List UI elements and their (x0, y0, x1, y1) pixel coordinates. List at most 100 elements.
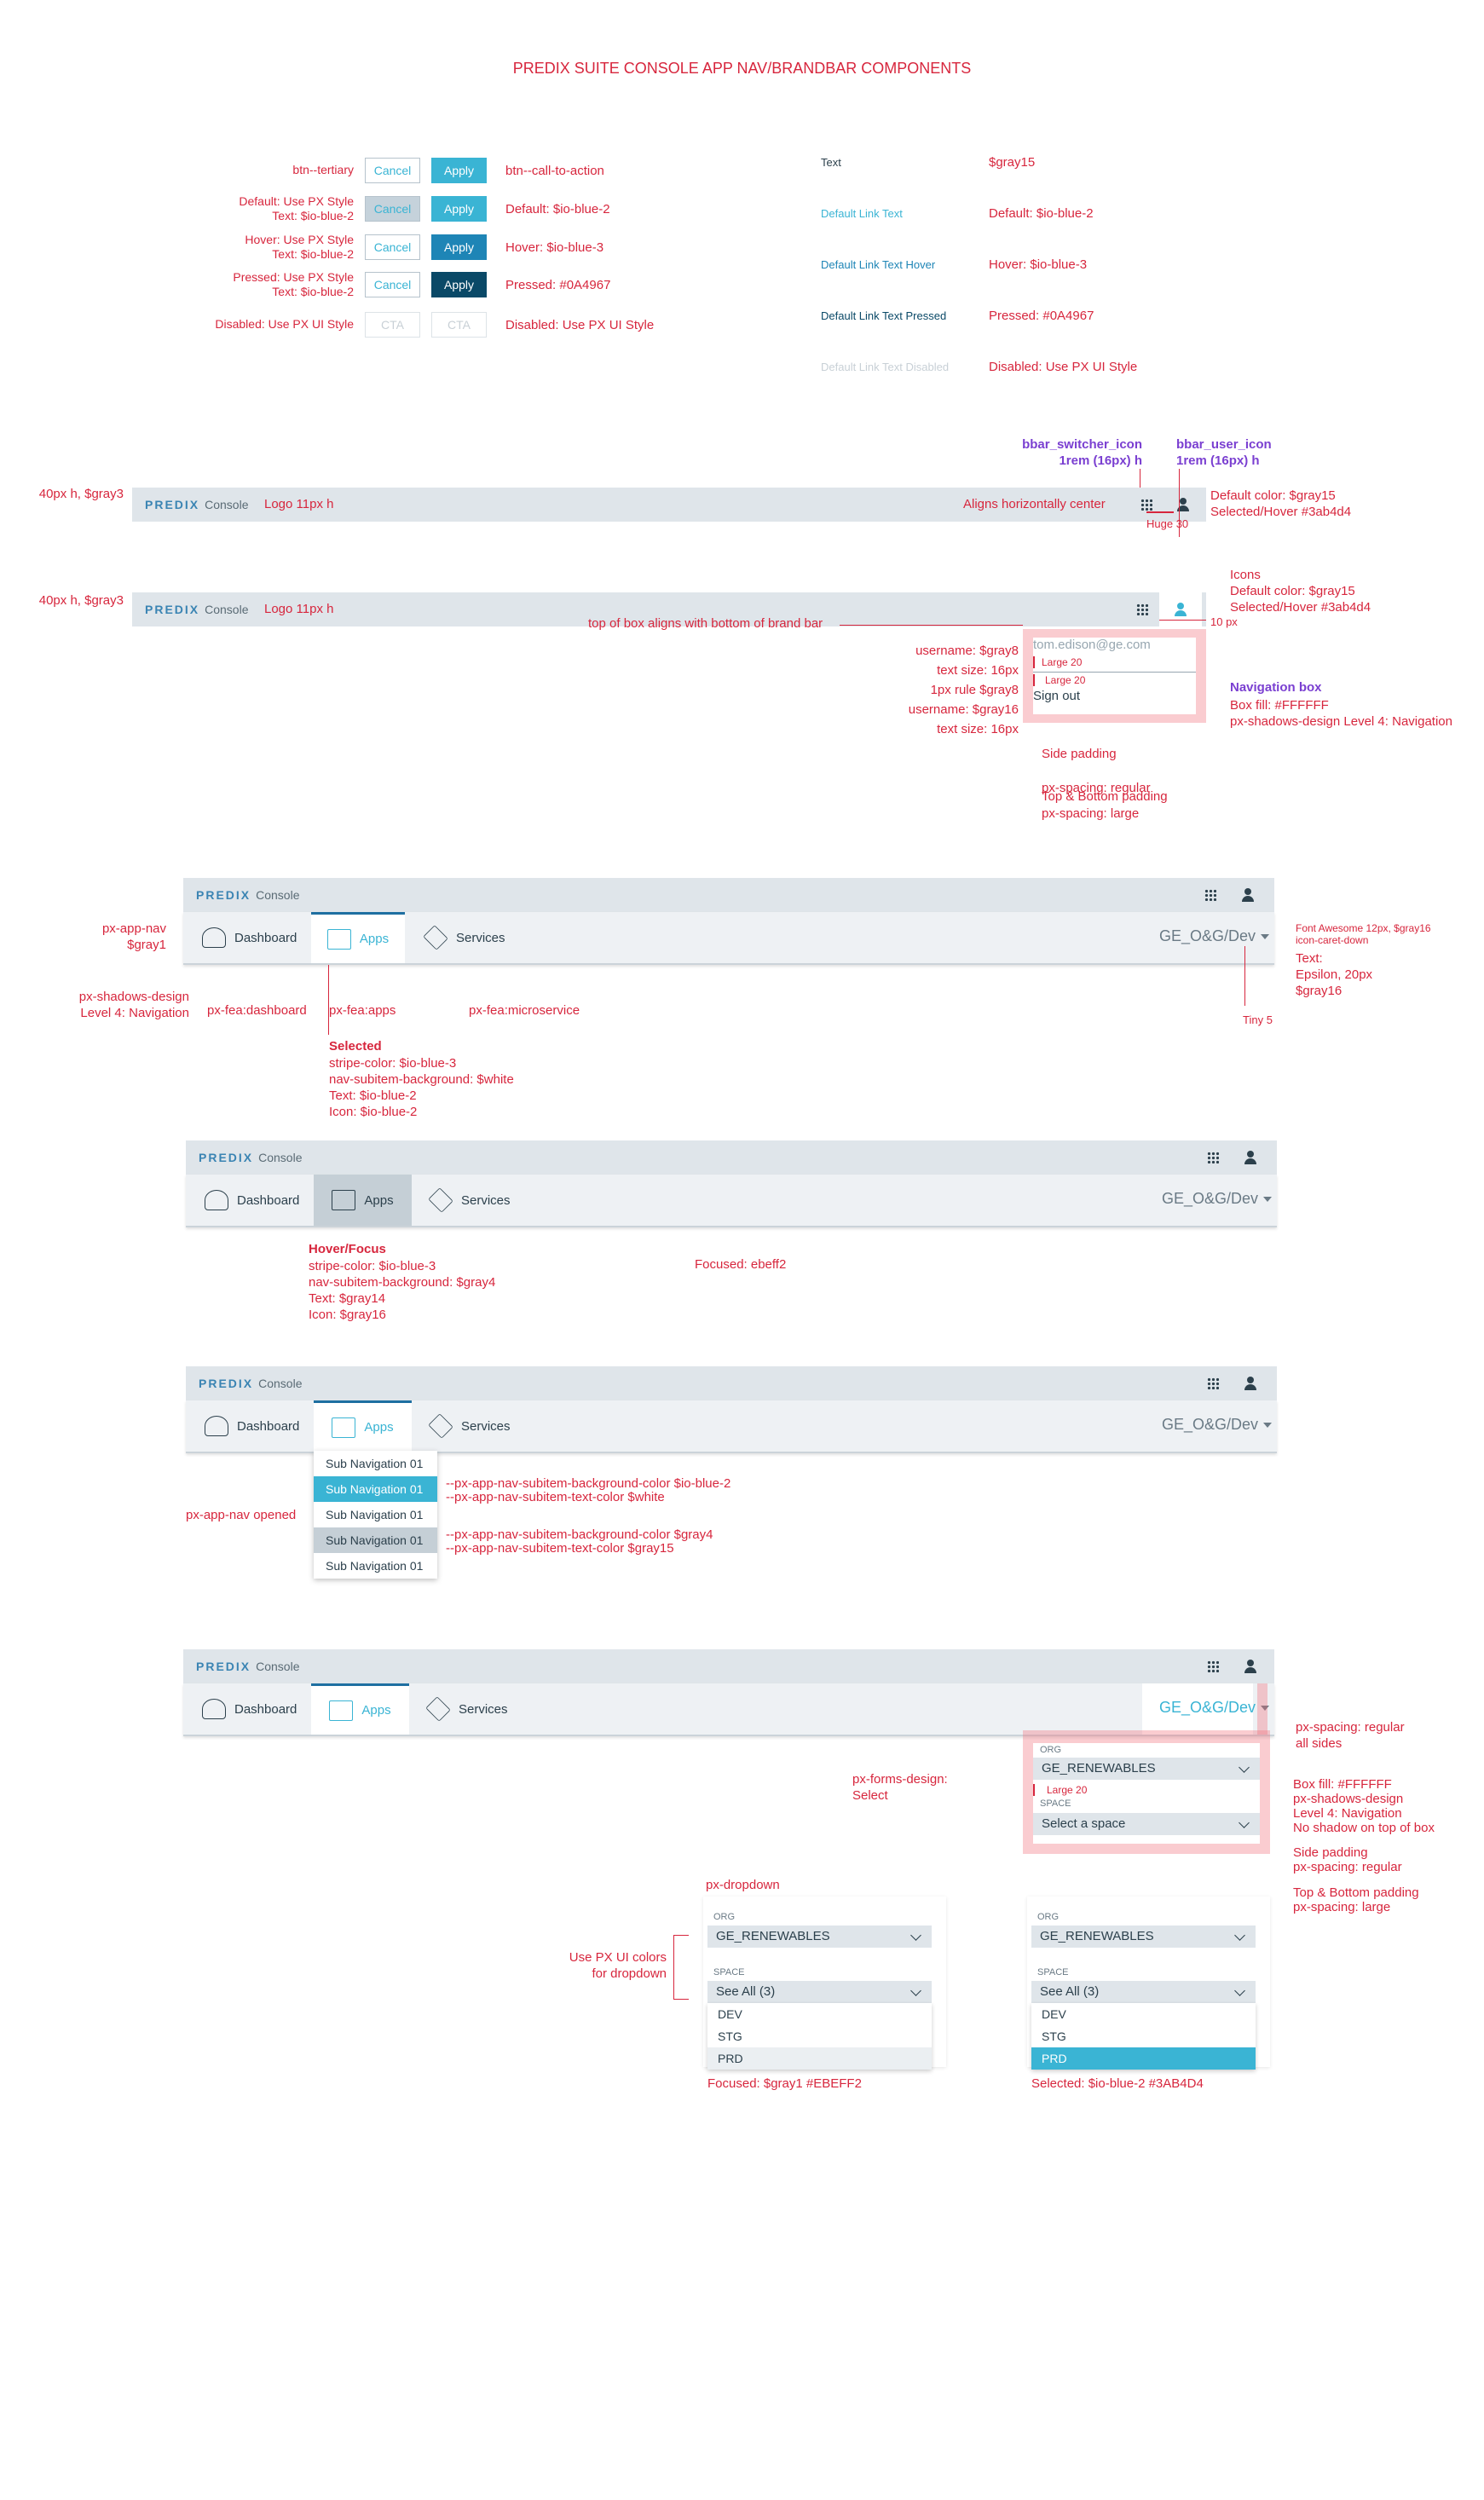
dropdown-option[interactable]: STG (718, 2029, 742, 2043)
space-select[interactable]: Select a space (1033, 1813, 1260, 1835)
huge-marker (1146, 511, 1174, 513)
services-icon (423, 925, 448, 950)
org-selector-2[interactable]: GE_O&G/Dev (1162, 1190, 1273, 1208)
org-field-label-selected: ORG (1037, 1912, 1060, 1922)
subnav-item[interactable]: Sub Navigation 01 (326, 1457, 424, 1470)
org-select-selected[interactable]: GE_RENEWABLES (1031, 1926, 1256, 1948)
apply-button[interactable]: Apply (431, 158, 487, 183)
org-selector-3[interactable]: GE_O&G/Dev (1162, 1416, 1273, 1434)
nav-dashboard-4[interactable]: Dashboard (202, 1683, 297, 1735)
user-tab-active (1159, 592, 1202, 626)
subnav-menu: Sub Navigation 01 Sub Navigation 01 Sub … (314, 1451, 437, 1579)
app-switcher-icon-3[interactable] (1204, 889, 1216, 901)
nav-services-label-3: Services (461, 1418, 511, 1434)
org-selector-4[interactable]: GE_O&G/Dev (1159, 1699, 1270, 1717)
console-label-6: Console (256, 1660, 300, 1673)
brandbar-height-note-2: 40px h, $gray3 (38, 593, 124, 608)
services-icon-2 (428, 1187, 453, 1213)
user-icon-6[interactable] (1244, 1660, 1257, 1673)
subnav-item[interactable]: Sub Navigation 01 (326, 1559, 424, 1573)
nav-services[interactable]: Services (423, 912, 505, 963)
subnav-item[interactable]: Sub Navigation 01 (326, 1508, 424, 1521)
apply-button[interactable]: Apply (431, 272, 487, 297)
org-tb-padding: Top & Bottom padding px-spacing: large (1293, 1885, 1419, 1914)
space-select-selected[interactable]: See All (3) (1031, 1981, 1256, 2003)
align-note: Aligns horizontally center (963, 497, 1106, 511)
link-text-sample[interactable]: Default Link Text Disabled (821, 361, 950, 373)
top-box-note: top of box aligns with bottom of brand b… (588, 616, 823, 631)
top-box-line (840, 625, 1023, 626)
link-text-sample[interactable]: Default Link Text (821, 207, 903, 220)
dropdown-option[interactable]: DEV (1042, 2007, 1066, 2021)
link-text-sample[interactable]: Default Link Text Hover (821, 258, 936, 271)
user-icon-4[interactable] (1244, 1151, 1257, 1164)
dropdown-option[interactable]: DEV (718, 2007, 742, 2021)
app-nav-2: Dashboard Apps Services GE_O&G/Dev (186, 1175, 1277, 1227)
nav-services-4[interactable]: Services (425, 1683, 508, 1735)
user-icon-5[interactable] (1244, 1377, 1257, 1390)
app-switcher-icon-5[interactable] (1207, 1377, 1219, 1389)
bracket-bottom (673, 1999, 689, 2000)
large-20-note: Large 20 (1033, 1784, 1087, 1796)
chevron-down-icon (1234, 1930, 1245, 1941)
nav-apps-4[interactable]: Apps (311, 1683, 409, 1735)
org-select-focused[interactable]: GE_RENEWABLES (707, 1926, 932, 1948)
nav-apps-label-4: Apps (361, 1703, 391, 1718)
nav-dashboard-2[interactable]: Dashboard (205, 1175, 299, 1226)
nav-services-3[interactable]: Services (428, 1400, 511, 1452)
console-label-4: Console (258, 1151, 303, 1164)
space-select-focused[interactable]: See All (3) (707, 1981, 932, 2003)
cancel-button[interactable]: Cancel (365, 196, 420, 222)
apply-button[interactable]: Apply (431, 234, 487, 260)
org-label-4: GE_O&G/Dev (1159, 1699, 1256, 1716)
dropdown-option[interactable]: STG (1042, 2029, 1066, 2043)
sign-out-link[interactable]: Sign out (1033, 689, 1081, 703)
tiny-note: Tiny 5 (1243, 1013, 1273, 1026)
console-label-5: Console (258, 1377, 303, 1390)
subnav-item-hover[interactable]: Sub Navigation 01 (314, 1527, 437, 1553)
user-icon-selected[interactable] (1174, 603, 1187, 616)
link-text-sample[interactable]: Default Link Text Pressed (821, 309, 947, 322)
nav-apps-open[interactable]: Apps (314, 1400, 412, 1452)
logo-text: PREDIX (145, 498, 200, 511)
cancel-button[interactable]: CTA (365, 312, 420, 338)
selected-note: stripe-color: $io-blue-3 nav-subitem-bac… (329, 1056, 514, 1119)
apps-icon (326, 928, 351, 950)
app-switcher-icon-4[interactable] (1207, 1152, 1219, 1163)
nav-services-2[interactable]: Services (428, 1175, 511, 1226)
tiny-pointer (1244, 946, 1245, 1006)
app-switcher-icon[interactable] (1140, 499, 1152, 511)
cancel-button[interactable]: Cancel (365, 158, 420, 183)
nav-dashboard-label-3: Dashboard (237, 1418, 300, 1434)
apply-button[interactable]: Apply (431, 196, 487, 222)
tb-padding-note: Top & Bottom padding px-spacing: large (1042, 789, 1168, 821)
cancel-button[interactable]: Cancel (365, 272, 420, 297)
focused-note: Focused: ebeff2 (695, 1257, 787, 1272)
cancel-button[interactable]: Cancel (365, 234, 420, 260)
nav-services-label: Services (456, 930, 505, 945)
nav-apps-selected[interactable]: Apps (311, 912, 405, 963)
caret-down-icon (1261, 934, 1270, 940)
apply-button[interactable]: CTA (431, 312, 487, 338)
user-icon-3[interactable] (1241, 888, 1255, 902)
space-field-label-selected: SPACE (1037, 1967, 1069, 1977)
app-switcher-icon-6[interactable] (1207, 1660, 1219, 1672)
dropdown-option-focused[interactable]: PRD (707, 2047, 932, 2070)
nav-dashboard[interactable]: Dashboard (202, 912, 297, 963)
large-20-top: Large 20 (1033, 656, 1082, 668)
dropdown-option-selected[interactable]: PRD (1031, 2047, 1256, 2070)
button-state-label: Disabled: Use PX UI Style (215, 317, 354, 331)
org-select[interactable]: GE_RENEWABLES (1033, 1758, 1260, 1780)
subnav-item-selected[interactable]: Sub Navigation 01 (314, 1476, 437, 1502)
navbox-note: Box fill: #FFFFFF px-shadows-design Leve… (1230, 698, 1452, 729)
dropdown-selected-container: ORG GE_RENEWABLES SPACE See All (3) DEV … (1027, 1897, 1270, 2070)
nav-dashboard-3[interactable]: Dashboard (205, 1400, 299, 1452)
nav-apps-hover[interactable]: Apps (314, 1175, 412, 1226)
user-icon[interactable] (1176, 498, 1190, 511)
app-switcher-icon-2[interactable] (1136, 603, 1148, 615)
org-selector[interactable]: GE_O&G/Dev (1159, 927, 1270, 945)
